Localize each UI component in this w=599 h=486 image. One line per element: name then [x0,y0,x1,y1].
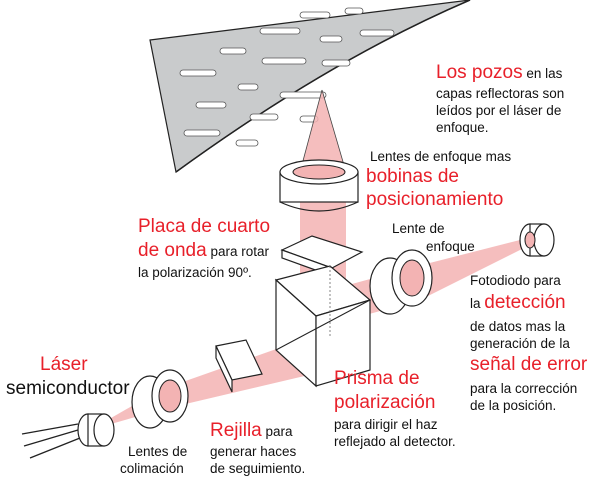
quarter-wave-plate [280,235,364,269]
pit [344,7,364,15]
prisma-l1: Prisma de [334,368,420,389]
pozos-label: Los pozos en las [436,62,562,84]
prisma-l2: polarización [334,392,436,413]
pit [195,101,227,109]
pit [179,69,217,77]
prisma-l4: reflejado al detector. [334,434,456,449]
beam-focus-cone [300,90,346,172]
photodiode [519,223,555,257]
placa-l2-rest: para rotar [206,244,269,259]
pit [319,35,343,43]
pit [321,59,351,67]
fotodiodo-l2: la detección [470,292,566,314]
detector-focus-lens [369,249,433,315]
laser-diode [21,413,115,459]
rejilla-l2: generar haces [210,444,297,459]
fotodiodo-l2-red: detección [484,292,566,313]
pozos-l4: enfoque. [436,120,489,135]
pit [279,91,327,99]
bobinas-l1: bobinas de [366,166,459,187]
fotodiodo-l4: generación de la [470,336,570,351]
placa-l3: la polarización 90º. [138,265,252,280]
pit [237,83,259,91]
beam-focus-line [299,89,323,173]
pit [219,47,247,55]
focus-lens-coil [279,159,359,212]
colimacion-l2: colimación [120,461,184,476]
beam-focus-line [321,89,347,173]
rejilla-label: Rejilla para [210,420,293,442]
fotodiodo-l2-pre: la [470,296,485,311]
pit [359,29,395,37]
laser-label: Láser [40,354,88,375]
enfoque-label: enfoque [426,239,475,254]
bobinas-l2: posicionamiento [366,189,504,210]
pozos-l3: leídos por el láser de [436,103,562,118]
correccion-l2: de la posición. [470,398,557,413]
grating-side [215,345,233,393]
pozos-l1-rest: en las [522,66,563,81]
pit [261,57,307,65]
pit [259,27,301,35]
lentes-enfoque-label: Lentes de enfoque mas [370,149,512,164]
colimacion-l1: Lentes de [128,444,188,459]
pit [299,11,331,19]
polarizing-prism [274,265,372,388]
placa-l2: de onda para rotar [138,240,269,262]
pit [183,129,221,137]
lente-de-label: Lente de [392,221,445,236]
rejilla-rest: para [261,424,293,439]
senal-error-label: señal de error [470,354,588,375]
collimating-lens [131,369,189,429]
disc-edge [175,0,471,173]
rejilla-l3: de seguimiento. [210,461,306,476]
prisma-l3: para dirigir el haz [334,417,438,432]
pit [235,139,259,147]
pit [249,113,279,121]
placa-l2-red: de onda [138,240,207,261]
placa-l1: Placa de cuarto [138,216,271,237]
semiconductor-label: semiconductor [6,378,130,399]
correccion-l1: para la corrección [470,381,578,396]
pozos-title: Los pozos [436,62,523,83]
fotodiodo-l1: Fotodiodo para [470,273,561,288]
rejilla-red: Rejilla [210,420,262,441]
pozos-l2: capas reflectoras son [436,86,565,101]
disc-pits [179,7,395,147]
fotodiodo-l3: de datos mas la [470,319,566,334]
